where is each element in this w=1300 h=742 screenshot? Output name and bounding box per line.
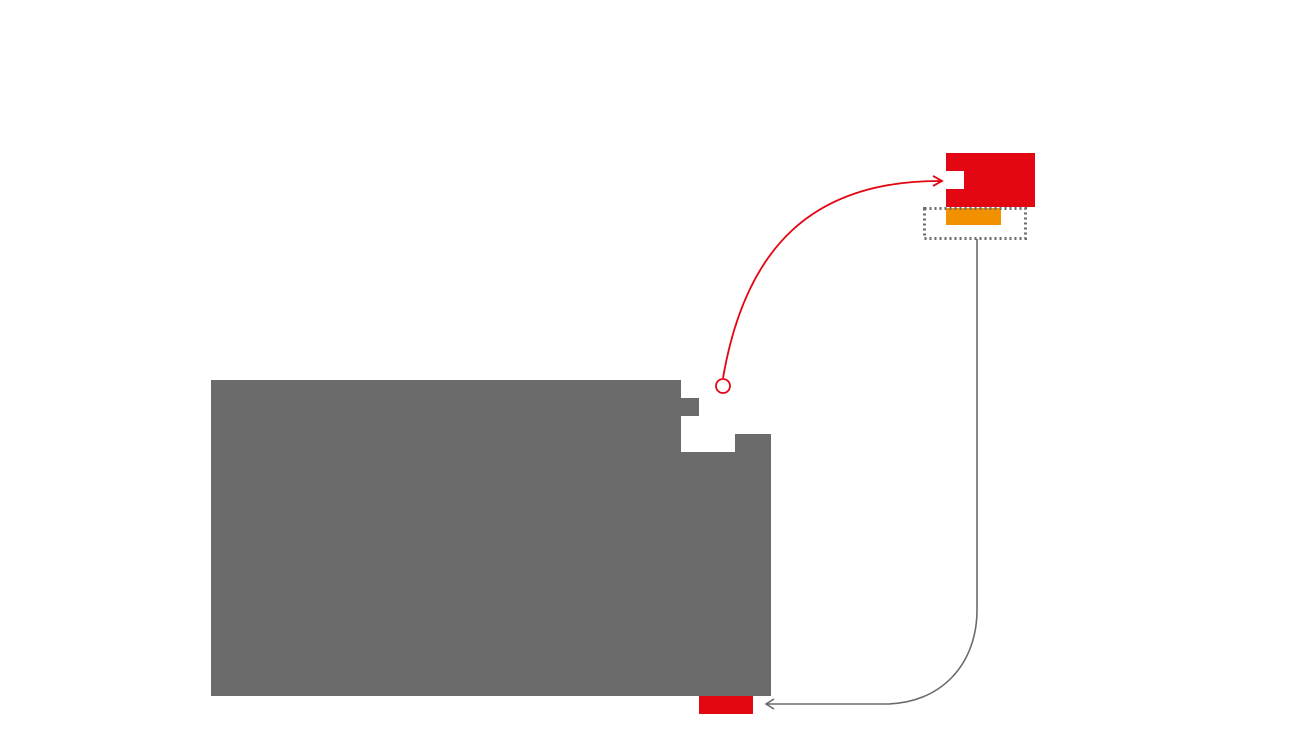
return-arrow xyxy=(766,239,978,705)
main-puzzle-block xyxy=(211,380,771,696)
bottom-red-tab xyxy=(699,696,753,714)
target-puzzle-piece[interactable] xyxy=(946,153,1035,207)
source-origin-marker[interactable] xyxy=(715,378,731,394)
selection-outline xyxy=(923,207,1027,240)
arrow-icon xyxy=(764,698,775,710)
move-arrow xyxy=(722,175,944,379)
accent-bar xyxy=(946,208,1001,225)
